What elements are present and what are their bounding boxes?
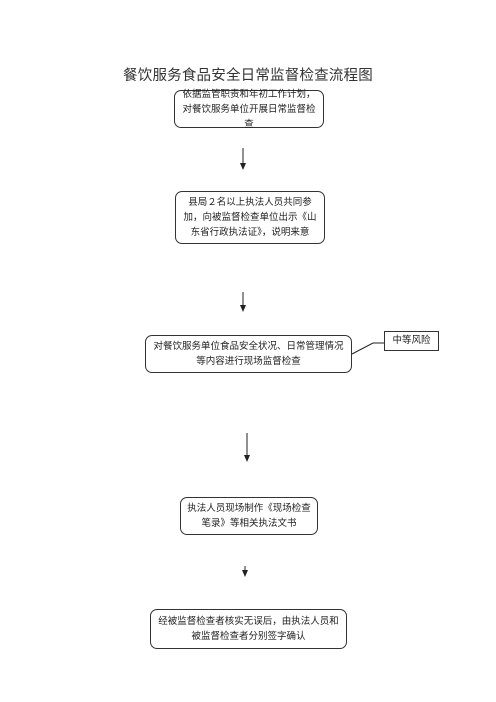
flow-step-3-text: 对餐饮服务单位食品安全状况、日常管理情况等内容进行现场监督检查	[153, 341, 344, 367]
arrow-3-head	[244, 455, 250, 462]
flow-step-5-text: 经被监督检查者核实无误后，由执法人员和被监督检查者分别签字确认	[158, 616, 339, 642]
flow-step-1: 依据监管职责和年初工作计划，对餐饮服务单位开展日常监督检查	[174, 89, 324, 130]
risk-level-text: 中等风险	[392, 335, 431, 346]
arrow-4-head	[242, 570, 248, 577]
flow-step-2: 县局２名以上执法人员共同参加，向被监督检查单位出示《山东省行政执法证》，说明来意	[175, 191, 325, 244]
flow-step-4-text: 执法人员现场制作《现场检查笔录》等相关执法文书	[187, 503, 311, 529]
flow-step-5: 经被监督检查者核实无误后，由执法人员和被监督检查者分别签字确认	[150, 609, 347, 649]
risk-note-connector	[351, 342, 384, 355]
risk-level-note: 中等风险	[384, 331, 439, 351]
flow-step-1-text: 依据监管职责和年初工作计划，对餐饮服务单位开展日常监督检查	[182, 88, 316, 130]
diagram-title: 餐饮服务食品安全日常监督检查流程图	[123, 68, 373, 84]
flow-step-3: 对餐饮服务单位食品安全状况、日常管理情况等内容进行现场监督检查	[145, 335, 352, 373]
flow-step-2-text: 县局２名以上执法人员共同参加，向被监督检查单位出示《山东省行政执法证》，说明来意	[183, 197, 317, 238]
flow-step-4: 执法人员现场制作《现场检查笔录》等相关执法文书	[180, 497, 318, 535]
arrow-1-head	[240, 163, 246, 170]
arrow-2-head	[240, 305, 246, 312]
